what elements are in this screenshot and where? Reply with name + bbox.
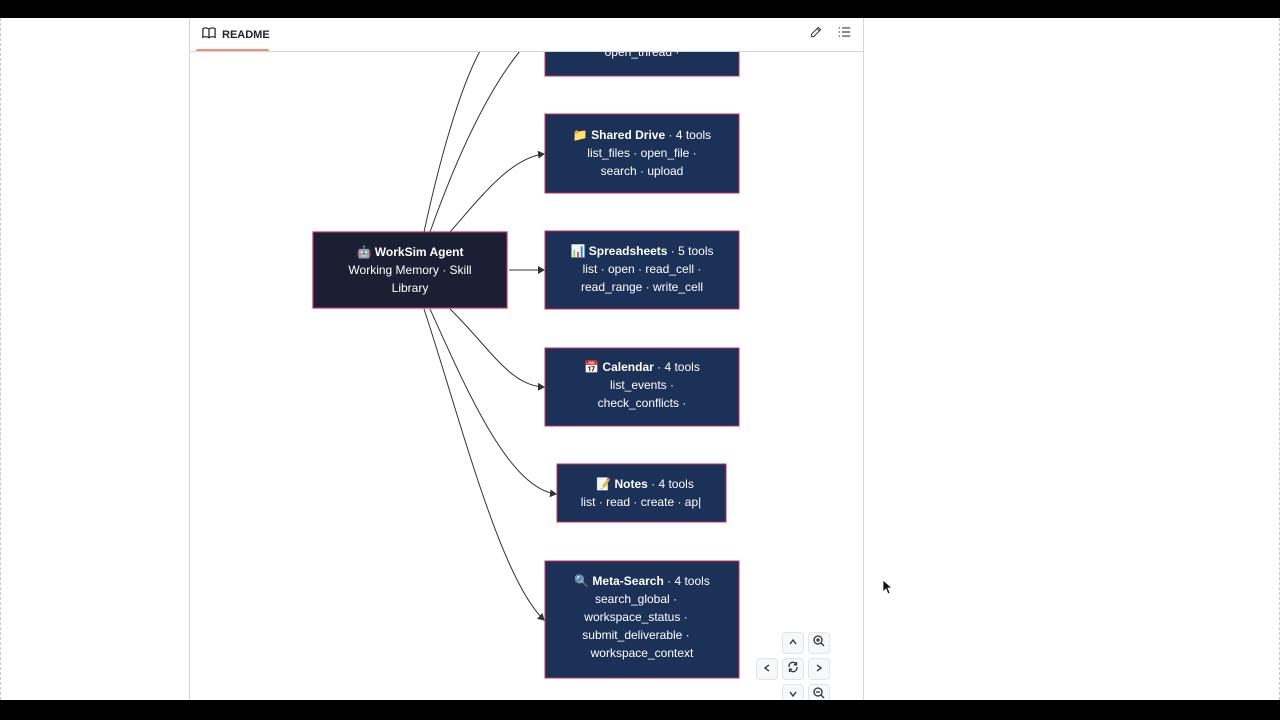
svg-text:🤖 WorkSim Agent: 🤖 WorkSim Agent xyxy=(357,245,464,259)
tool-node-spreadsheets[interactable]: 📊 Spreadsheets · 5 tools list · open · r… xyxy=(544,230,740,310)
edge-to-shared-drive xyxy=(449,150,545,233)
node-title: 📝 Notes xyxy=(596,477,648,491)
node-line: list · read · create · ap| xyxy=(581,495,702,509)
node-tool-count: · 4 tools xyxy=(664,574,710,588)
node-line: search_global · xyxy=(595,592,677,606)
node-line: list_events · xyxy=(610,378,674,392)
chevron-right-icon xyxy=(814,660,824,678)
svg-text:workspace_context: workspace_context xyxy=(590,646,694,660)
svg-text:submit_deliverable ·: submit_deliverable · xyxy=(582,628,689,642)
svg-text:📅 Calendar · 4 tools: 📅 Calendar · 4 tools xyxy=(584,360,700,374)
svg-text:📝 Notes · 4 tools: 📝 Notes · 4 tools xyxy=(596,477,694,491)
pan-up-button[interactable] xyxy=(782,632,804,654)
svg-text:list_events ·: list_events · xyxy=(610,378,674,392)
svg-text:📁 Shared Drive · 4 tools: 📁 Shared Drive · 4 tools xyxy=(573,128,711,142)
pan-right-button[interactable] xyxy=(808,658,830,680)
chevron-up-icon xyxy=(788,634,798,652)
svg-text:read_range · write_cell: read_range · write_cell xyxy=(581,280,703,294)
svg-text:📊 Spreadsheets · 5 tools: 📊 Spreadsheets · 5 tools xyxy=(570,244,713,258)
diagram-edges xyxy=(423,50,557,621)
svg-text:list · open · read_cell ·: list · open · read_cell · xyxy=(583,262,702,276)
svg-text:list · read · create · ap|: list · read · create · ap| xyxy=(581,495,702,509)
edit-button[interactable] xyxy=(807,25,825,43)
node-tool-count: · 4 tools xyxy=(654,360,700,374)
svg-text:check_conflicts ·: check_conflicts · xyxy=(598,396,687,410)
edge-to-top-2 xyxy=(429,50,521,233)
readme-tab[interactable]: README xyxy=(196,18,276,51)
page-content: README xyxy=(0,18,1280,700)
node-line: workspace_context xyxy=(590,646,694,660)
pan-down-button[interactable] xyxy=(782,684,804,700)
tool-node-shared-drive[interactable]: 📁 Shared Drive · 4 tools list_files · op… xyxy=(544,113,740,194)
readme-header: README xyxy=(190,18,863,52)
tool-node-notes[interactable]: 📝 Notes · 4 tools list · read · create ·… xyxy=(556,463,727,523)
edge-to-notes xyxy=(429,308,557,498)
svg-text:Library: Library xyxy=(392,281,429,295)
svg-text:🔍 Meta-Search · 4 tools: 🔍 Meta-Search · 4 tools xyxy=(574,573,710,588)
node-line: list_files · open_file · xyxy=(587,146,696,160)
svg-text:workspace_status ·: workspace_status · xyxy=(583,610,687,624)
chevron-left-icon xyxy=(762,660,772,678)
pencil-icon xyxy=(810,25,822,43)
tool-node-calendar[interactable]: 📅 Calendar · 4 tools list_events · check… xyxy=(544,347,740,427)
svg-text:search · upload: search · upload xyxy=(601,164,684,178)
agent-line: Working Memory · Skill xyxy=(348,263,471,277)
node-line: check_conflicts · xyxy=(598,396,687,410)
architecture-diagram: open_thread · 📁 Shared Drive · 4 tools l… xyxy=(312,21,740,679)
pan-left-button[interactable] xyxy=(756,658,778,680)
node-line: submit_deliverable · xyxy=(582,628,689,642)
list-icon xyxy=(838,25,851,43)
page-edge-left xyxy=(0,18,2,700)
edge-to-calendar xyxy=(449,308,545,391)
readme-panel: README xyxy=(189,18,864,700)
node-line: list · open · read_cell · xyxy=(583,262,702,276)
readme-tab-label: README xyxy=(222,28,270,41)
agent-node[interactable]: 🤖 WorkSim Agent Working Memory · Skill L… xyxy=(312,231,508,309)
svg-text:list_files · open_file ·: list_files · open_file · xyxy=(587,146,696,160)
mouse-cursor-icon xyxy=(882,579,894,601)
book-icon xyxy=(202,26,216,43)
node-line: search · upload xyxy=(601,164,684,178)
edge-to-meta-search xyxy=(423,308,545,621)
node-line: read_range · write_cell xyxy=(581,280,703,294)
svg-text:Working Memory · Skill: Working Memory · Skill xyxy=(348,263,471,277)
node-tool-count: · 4 tools xyxy=(648,477,694,491)
refresh-icon xyxy=(787,660,799,678)
readme-tab-underline xyxy=(196,49,269,51)
node-title: 📁 Shared Drive xyxy=(573,128,666,142)
node-title: 📊 Spreadsheets xyxy=(570,244,667,258)
svg-text:search_global ·: search_global · xyxy=(595,592,677,606)
node-title: 📅 Calendar xyxy=(584,360,654,374)
reset-view-button[interactable] xyxy=(782,658,804,680)
zoom-in-icon xyxy=(813,634,825,652)
node-line: workspace_status · xyxy=(583,610,687,624)
tool-node-meta-search[interactable]: 🔍 Meta-Search · 4 tools search_global · … xyxy=(544,560,740,679)
agent-line: Library xyxy=(392,281,429,295)
node-title: 🔍 Meta-Search xyxy=(574,573,664,588)
zoom-out-button[interactable] xyxy=(808,684,830,700)
edge-to-top xyxy=(423,50,481,233)
zoom-out-icon xyxy=(813,686,825,700)
zoom-in-button[interactable] xyxy=(808,632,830,654)
chevron-down-icon xyxy=(788,686,798,700)
node-tool-count: · 4 tools xyxy=(665,128,711,142)
agent-title: 🤖 WorkSim Agent xyxy=(357,245,464,259)
outline-button[interactable] xyxy=(835,25,853,43)
node-tool-count: · 5 tools xyxy=(667,244,713,258)
